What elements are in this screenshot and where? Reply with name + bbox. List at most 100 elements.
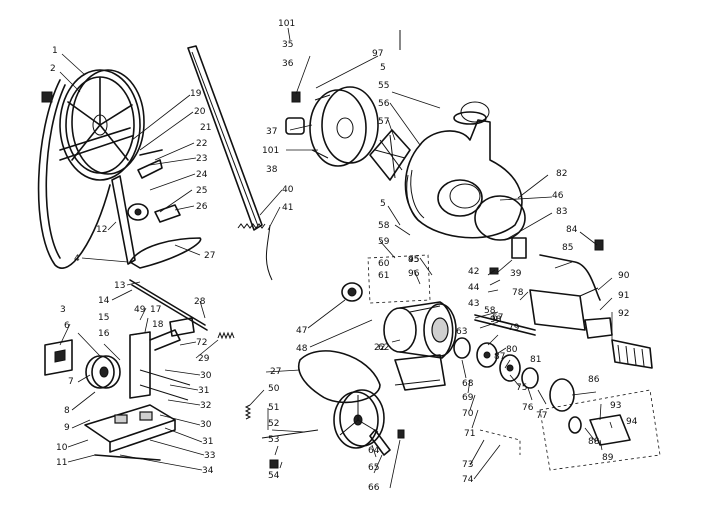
motor-bracket-left <box>44 339 73 376</box>
motor-mount <box>394 354 446 391</box>
callout-101: 101 <box>278 19 295 29</box>
callout-17: 17 <box>150 305 161 315</box>
callout-79: 79 <box>508 323 520 333</box>
gasket-ring <box>474 195 526 241</box>
lower-pulley <box>333 389 385 449</box>
callout-83: 83 <box>556 207 567 217</box>
handle-grip <box>611 339 653 369</box>
callout-75: 75 <box>516 383 527 393</box>
long-belt <box>187 45 263 231</box>
motor <box>383 301 457 359</box>
callout-89: 89 <box>602 453 614 463</box>
callout-77: 77 <box>536 411 547 421</box>
callout-23: 23 <box>196 154 207 164</box>
blower-housing <box>404 111 523 239</box>
coupling-assembly <box>453 337 539 389</box>
callout-24: 24 <box>196 170 208 180</box>
bracket-78 <box>529 287 599 331</box>
callout-59: 59 <box>378 237 390 247</box>
callout-6: 6 <box>64 321 70 331</box>
motor-pulley <box>341 282 363 302</box>
callout-50: 50 <box>268 384 280 394</box>
callout-3: 3 <box>60 305 66 315</box>
leader-lines <box>59 27 613 489</box>
switch-assembly <box>568 414 631 446</box>
callout-49: 49 <box>134 305 146 315</box>
callout-22: 22 <box>196 139 207 149</box>
callout-97: 97 <box>372 49 383 59</box>
callout-labels: 1 2 3 4 5 5 6 7 8 9 10 11 12 13 14 15 16… <box>50 19 638 493</box>
small-pulley-left <box>85 355 121 389</box>
callout-88: 88 <box>588 437 600 447</box>
large-pulley <box>59 69 145 181</box>
callout-8: 8 <box>64 406 70 416</box>
callout-70: 70 <box>462 409 474 419</box>
callout-5: 5 <box>380 63 386 73</box>
callout-58: 58 <box>378 221 390 231</box>
callout-55: 55 <box>378 81 389 91</box>
callout-76: 76 <box>522 403 534 413</box>
callout-14: 14 <box>98 296 110 306</box>
callout-93: 93 <box>610 401 621 411</box>
callout-66: 66 <box>368 483 380 493</box>
callout-91: 91 <box>618 291 629 301</box>
callout-47: 47 <box>296 326 307 336</box>
callout-84: 84 <box>566 225 578 235</box>
callout-9: 9 <box>64 423 70 433</box>
callout-31: 31 <box>198 386 209 396</box>
callout-16: 16 <box>98 329 110 339</box>
callout-90: 90 <box>618 271 630 281</box>
callout-38: 38 <box>266 165 278 175</box>
callout-30b: 30 <box>200 420 212 430</box>
spring-part <box>237 223 266 229</box>
fan-impeller <box>369 129 411 181</box>
callout-68: 68 <box>462 379 474 389</box>
base-plate <box>84 404 176 453</box>
callout-21: 21 <box>200 123 211 133</box>
bolt-part <box>41 91 53 103</box>
callout-7: 7 <box>68 377 74 387</box>
callout-44: 44 <box>468 283 480 293</box>
callout-4: 4 <box>74 254 80 264</box>
callout-67: 67 <box>492 313 503 323</box>
callout-87: 87 <box>494 352 505 362</box>
callout-72: 72 <box>196 338 207 348</box>
callout-43: 43 <box>468 299 479 309</box>
idler-arm <box>111 175 136 265</box>
callout-54: 54 <box>268 471 280 481</box>
callout-92: 92 <box>618 309 629 319</box>
callout-33: 33 <box>204 451 215 461</box>
callout-40: 40 <box>282 185 294 195</box>
callout-48: 48 <box>296 344 308 354</box>
callout-13: 13 <box>114 281 125 291</box>
callout-60: 60 <box>378 259 390 269</box>
callout-18: 18 <box>152 320 164 330</box>
cover-plate <box>549 378 575 412</box>
callout-27b: 27 <box>270 367 281 377</box>
drive-belt <box>37 79 111 269</box>
callout-69: 69 <box>462 393 474 403</box>
callout-35: 35 <box>282 40 293 50</box>
callout-45: 45 <box>408 255 419 265</box>
callout-26: 26 <box>196 202 208 212</box>
callout-98: 98 <box>490 315 502 325</box>
idler-pulley <box>127 203 149 221</box>
callout-81: 81 <box>530 355 541 365</box>
callout-61: 61 <box>378 271 389 281</box>
callout-12: 12 <box>96 225 107 235</box>
callout-39: 39 <box>510 269 522 279</box>
callout-41: 41 <box>282 203 293 213</box>
callout-27: 27 <box>204 251 215 261</box>
callout-71: 71 <box>464 429 475 439</box>
callout-63: 63 <box>456 327 467 337</box>
callout-62: 62 <box>378 343 389 353</box>
callout-46: 46 <box>552 191 564 201</box>
callout-32: 32 <box>200 401 211 411</box>
callout-74: 74 <box>462 475 474 485</box>
callout-78: 78 <box>512 288 524 298</box>
callout-51: 51 <box>268 403 279 413</box>
callout-64: 64 <box>368 446 380 456</box>
callout-96: 96 <box>408 269 420 279</box>
callout-28: 28 <box>194 297 206 307</box>
